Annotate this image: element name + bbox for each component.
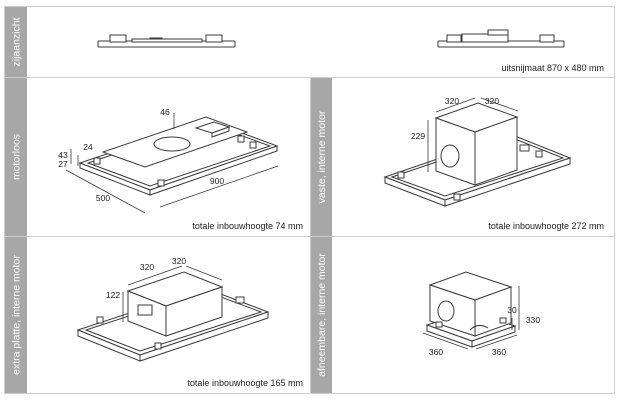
dim-motorloos-top: 46 [160, 107, 170, 117]
dim-motorloos-900: 900 [210, 176, 224, 186]
dimensions-afneembare [422, 286, 520, 350]
caption-uitsnijmaat: uitsnijmaat 870 x 480 mm [501, 63, 604, 73]
dim-afneembare-30: 30 [507, 305, 517, 315]
dimensions-motorloos [65, 113, 279, 214]
label-zijaanzicht: zijaanzicht [11, 17, 23, 66]
caption-extra-platte: totale inbouwhoogte 165 mm [187, 378, 303, 388]
hood-vaste [383, 102, 572, 207]
dim-platte-320-right: 320 [172, 256, 186, 266]
label-strip-row3-left [5, 237, 27, 393]
caption-vaste: totale inbouwhoogte 272 mm [488, 221, 604, 231]
dim-afneembare-360-right: 360 [492, 347, 506, 357]
dim-platte-122: 122 [106, 290, 120, 300]
caption-motorloos: totale inbouwhoogte 74 mm [192, 221, 303, 231]
hood-extra-platte [76, 271, 270, 362]
side-view-right [437, 29, 565, 48]
hood-afneembare [425, 271, 517, 348]
dim-platte-320-left: 320 [140, 262, 154, 272]
label-strip-row3-right [311, 237, 332, 393]
dim-motorloos-24: 24 [83, 142, 93, 152]
label-strip-row1 [5, 7, 27, 77]
dim-afneembare-330: 330 [526, 315, 540, 325]
dim-vaste-320-left: 320 [445, 96, 459, 106]
side-view-left [97, 34, 236, 48]
dimensions-extra-platte [122, 265, 223, 322]
dim-vaste-229: 229 [411, 131, 425, 141]
label-afneembare: afneembare, interne motor [316, 253, 328, 377]
dim-vaste-320-right: 320 [485, 96, 499, 106]
dim-motorloos-500: 500 [96, 193, 110, 203]
dim-afneembare-360-left: 360 [429, 347, 443, 357]
dim-motorloos-27: 27 [58, 159, 68, 169]
label-extra-platte: extra platte, interne motor [11, 255, 23, 375]
label-strip-row2-left [5, 78, 27, 236]
frame [4, 6, 615, 394]
hood-motorloos [78, 116, 279, 196]
label-strip-row2-right [311, 78, 332, 236]
dimensions-vaste [427, 97, 519, 172]
dim-motorloos-43: 43 [58, 150, 68, 160]
label-motorloos: motorloos [11, 134, 23, 180]
label-vaste-interne-motor: vaste, interne motor [316, 110, 328, 203]
